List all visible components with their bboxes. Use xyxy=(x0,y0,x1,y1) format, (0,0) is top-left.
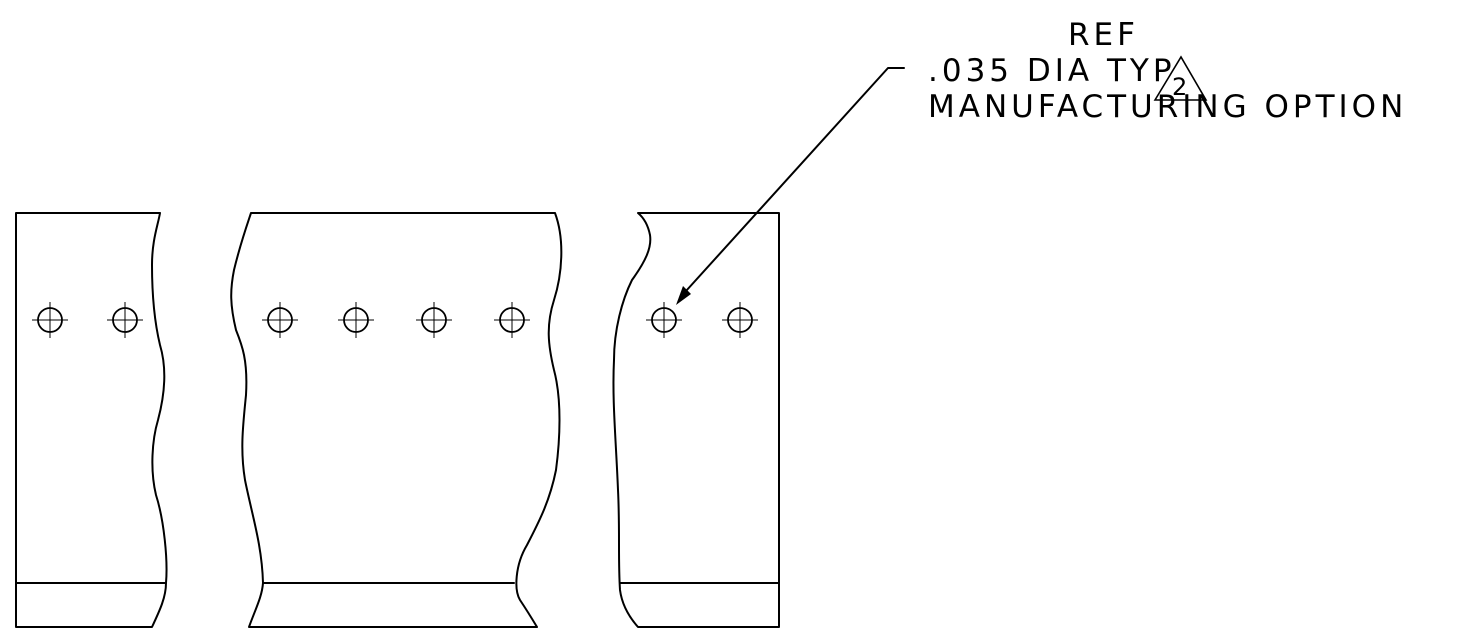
callout-option-text: MANUFACTURING OPTION xyxy=(928,89,1407,125)
callout-dia-text: .035 DIA TYP xyxy=(928,53,1176,89)
hole-middle-3 xyxy=(416,302,452,338)
middle-segment-part xyxy=(230,212,563,628)
hole-pattern xyxy=(32,302,758,338)
left-segment-part xyxy=(15,212,168,628)
revision-flag-number: 2 xyxy=(1172,73,1187,101)
hole-middle-1 xyxy=(262,302,298,338)
callout-ref-text: REF xyxy=(1068,17,1139,53)
leader-arrow xyxy=(676,67,905,305)
hole-middle-4 xyxy=(494,302,530,338)
hole-right-2 xyxy=(722,302,758,338)
hole-left-2 xyxy=(107,302,143,338)
revision-flag-icon: 2 xyxy=(1153,55,1208,101)
hole-middle-2 xyxy=(338,302,374,338)
right-segment-part xyxy=(612,212,780,628)
hole-left-1 xyxy=(32,302,68,338)
hole-right-1 xyxy=(646,302,682,338)
